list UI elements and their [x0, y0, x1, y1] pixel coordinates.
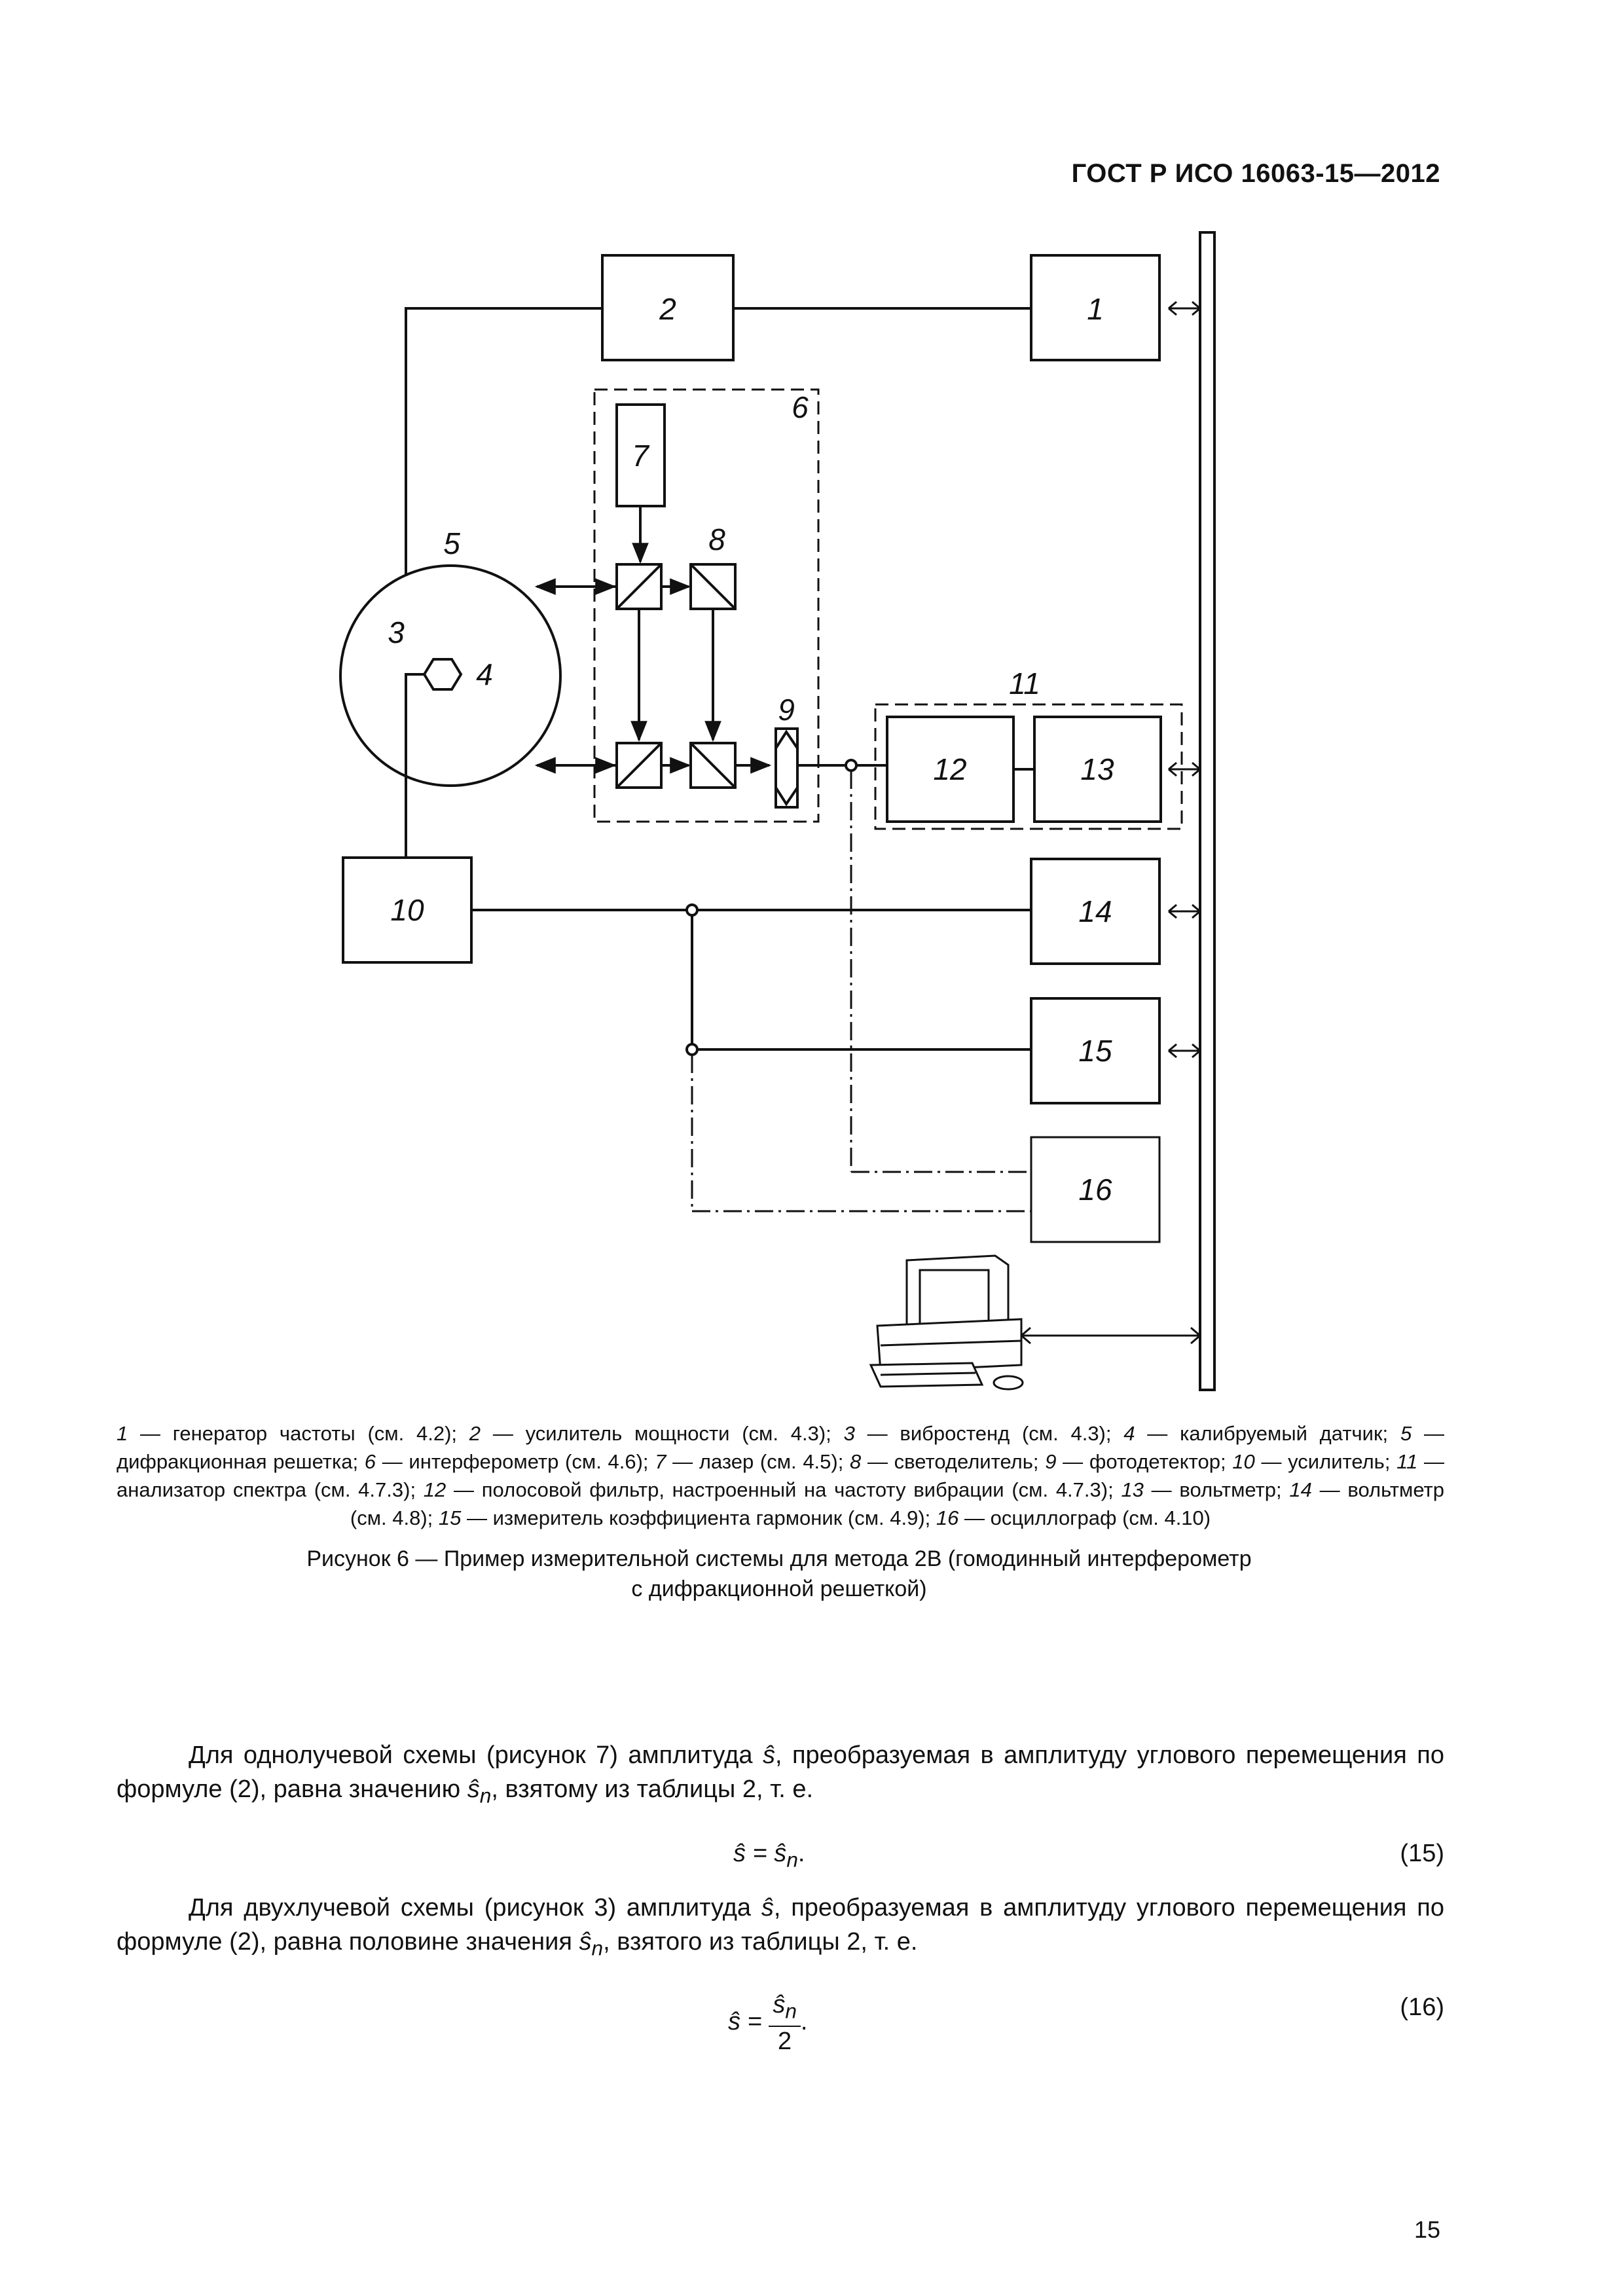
- block-11-spectrum-analyzer: [874, 703, 1183, 830]
- legend-item-number: 12: [423, 1478, 447, 1501]
- legend-item-text: — вибростенд (см. 4.3);: [854, 1422, 1124, 1445]
- legend-item-number: 1: [117, 1422, 128, 1445]
- legend-item: 16 — осциллограф (см. 4.10): [936, 1506, 1211, 1529]
- figure-caption: Рисунок 6 — Пример измерительной системы…: [196, 1544, 1362, 1604]
- legend-item-text: — калибруемый датчик;: [1135, 1422, 1400, 1445]
- equation-15: ŝ = ŝn.: [733, 1840, 805, 1872]
- block-6-interferometer: [593, 388, 820, 823]
- legend-item-text: — светоделитель;: [861, 1450, 1046, 1473]
- legend-item-number: 8: [850, 1450, 862, 1473]
- bus-link-13: [1168, 761, 1201, 777]
- block-9-photodetector: [775, 727, 799, 809]
- label-4: 4: [476, 657, 493, 691]
- legend-item-number: 2: [469, 1422, 481, 1445]
- legend-item-number: 7: [655, 1450, 666, 1473]
- legend-item: 8 — светоделитель;: [850, 1450, 1045, 1473]
- label-1: 1: [1087, 292, 1104, 326]
- legend-item: 2 — усилитель мощности (см. 4.3);: [469, 1422, 844, 1445]
- bus-link-15: [1168, 1043, 1201, 1059]
- legend-item: 9 — фотодетектор;: [1045, 1450, 1232, 1473]
- legend-item: 1 — генератор частоты (см. 4.2);: [117, 1422, 469, 1445]
- legend-item-number: 10: [1232, 1450, 1255, 1473]
- legend-item-number: 3: [843, 1422, 855, 1445]
- legend-item: 10 — усилитель;: [1232, 1450, 1396, 1473]
- legend-item-number: 13: [1121, 1478, 1144, 1501]
- legend-item-number: 4: [1123, 1422, 1135, 1445]
- bus-link-computer: [1021, 1326, 1201, 1345]
- legend-item: 13 — вольтметр;: [1121, 1478, 1289, 1501]
- label-15: 15: [1078, 1034, 1112, 1068]
- label-14: 14: [1078, 894, 1112, 928]
- caption-line-1: Рисунок 6 — Пример измерительной системы…: [306, 1546, 1252, 1571]
- legend-item: 7 — лазер (см. 4.5);: [655, 1450, 850, 1473]
- legend-item: 5 — дифракционная решетка;: [117, 1422, 1444, 1473]
- block-4-accelerometer: [422, 658, 463, 691]
- page-number: 15: [1413, 2216, 1440, 2243]
- legend-item: 15 — измеритель коэффициента гармоник (с…: [439, 1506, 936, 1529]
- label-13: 13: [1080, 752, 1114, 786]
- legend-item: 12 — полосовой фильтр, настроенный на ча…: [424, 1478, 1122, 1501]
- label-3: 3: [388, 615, 405, 649]
- legend-item-text: — усилитель;: [1254, 1450, 1397, 1473]
- bus-link-1: [1168, 301, 1201, 316]
- legend-item-number: 15: [438, 1506, 462, 1529]
- equation-16: ŝ = ŝn 2 .: [728, 1990, 808, 2056]
- legend-item-text: — полосовой фильтр, настроенный на часто…: [446, 1478, 1122, 1501]
- legend-item-text: — дифракционная решетка;: [117, 1422, 1444, 1473]
- label-6: 6: [792, 390, 809, 424]
- legend-item-number: 11: [1396, 1450, 1418, 1473]
- legend-item-text: — анализатор спектра (см. 4.7.3);: [117, 1450, 1445, 1501]
- legend-item-number: 6: [364, 1450, 376, 1473]
- label-16: 16: [1078, 1173, 1112, 1207]
- computer-icon: [869, 1254, 1024, 1391]
- legend-item-number: 14: [1289, 1478, 1312, 1501]
- legend-item: 11 — анализатор спектра (см. 4.7.3);: [117, 1450, 1444, 1501]
- label-7: 7: [632, 439, 649, 473]
- legend-item: 14 — вольтметр (см. 4.8);: [350, 1478, 1444, 1529]
- legend-item-text: — генератор частоты (см. 4.2);: [128, 1422, 469, 1445]
- label-8: 8: [708, 522, 725, 556]
- legend-item-number: 5: [1400, 1422, 1412, 1445]
- bus-link-14: [1168, 903, 1201, 919]
- equation-16-number: (16): [1400, 1994, 1444, 2021]
- legend-item-number: 9: [1045, 1450, 1057, 1473]
- fraction: ŝn 2: [769, 1990, 801, 2056]
- document-header: ГОСТ Р ИСО 16063-15—2012: [1071, 159, 1440, 188]
- label-12: 12: [933, 752, 966, 786]
- legend-item-text: — лазер (см. 4.5);: [666, 1450, 850, 1473]
- legend-item-text: — вольтметр (см. 4.8);: [350, 1478, 1444, 1529]
- block-16-oscilloscope: [1030, 1136, 1161, 1243]
- legend-item-number: 16: [936, 1506, 959, 1529]
- label-10: 10: [390, 893, 424, 927]
- equation-15-number: (15): [1400, 1840, 1444, 1867]
- legend-item-text: — измеритель коэффициента гармоник (см. …: [461, 1506, 936, 1529]
- paragraph-single-beam: Для однолучевой схемы (рисунок 7) амплит…: [117, 1741, 1444, 1808]
- legend-item-text: — интерферометр (см. 4.6);: [376, 1450, 655, 1473]
- label-5: 5: [443, 526, 460, 560]
- legend-item-text: — осциллограф (см. 4.10): [958, 1506, 1211, 1529]
- label-9: 9: [778, 693, 795, 727]
- legend-item: 6 — интерферометр (см. 4.6);: [365, 1450, 655, 1473]
- block-3-vibration-exciter: [339, 564, 562, 787]
- legend-item: 3 — вибростенд (см. 4.3);: [844, 1422, 1124, 1445]
- paragraph-dual-beam: Для двухлучевой схемы (рисунок 3) амплит…: [117, 1894, 1445, 1960]
- legend-item-text: — фотодетектор;: [1056, 1450, 1233, 1473]
- label-11: 11: [1009, 666, 1040, 701]
- measurement-system-diagram: 1 2 3 4 5 6 7 8 9 10 11 12 13 14 15 16: [339, 231, 1216, 1391]
- legend-item-text: — усилитель мощности (см. 4.3);: [481, 1422, 844, 1445]
- label-2: 2: [659, 292, 676, 326]
- caption-line-2: с дифракционной решеткой): [631, 1576, 927, 1601]
- legend-item: 4 — калибруемый датчик;: [1123, 1422, 1400, 1445]
- legend-item-text: — вольтметр;: [1143, 1478, 1290, 1501]
- figure-legend: 1 — генератор частоты (см. 4.2); 2 — уси…: [117, 1419, 1444, 1532]
- interface-bus: [1199, 231, 1216, 1391]
